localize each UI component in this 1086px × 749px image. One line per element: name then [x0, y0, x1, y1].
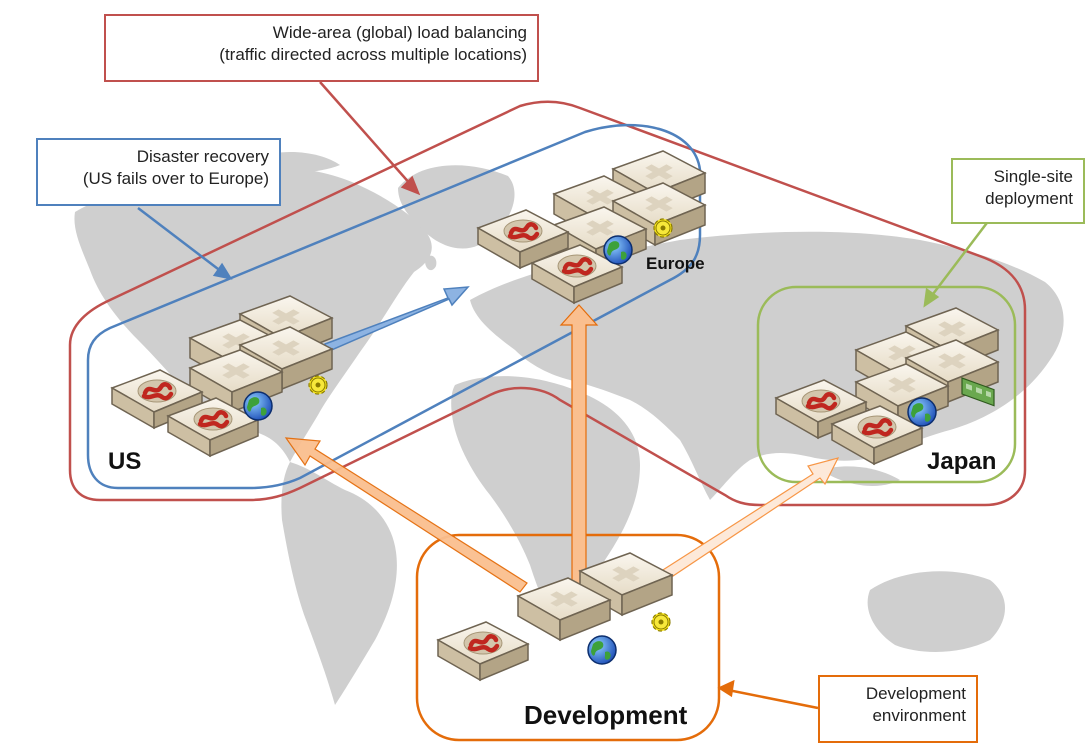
region-label-japan: Japan — [927, 448, 997, 475]
globe-icon — [587, 635, 617, 665]
gslb-pointer-head — [400, 175, 421, 196]
failover-arrow — [324, 286, 470, 354]
globe-icon — [603, 235, 633, 265]
dev-outline — [415, 533, 721, 742]
region-label-europe: Europe — [646, 254, 705, 273]
load-balancer-icon — [438, 622, 528, 680]
dr-pointer-head — [212, 262, 233, 280]
dev-callout-line2: environment — [872, 706, 966, 725]
region-label-us: US — [108, 448, 142, 475]
dr-outline — [86, 123, 702, 490]
dr-pointer — [137, 207, 223, 273]
dr-callout-line1: Disaster recovery — [136, 147, 269, 166]
network-card-icon — [961, 377, 995, 407]
dev-callout-line1: Development — [865, 684, 966, 703]
gslb-outline — [68, 100, 1027, 507]
single-site-callout-line2: deployment — [985, 189, 1073, 208]
dr-callout: Disaster recovery (US fails over to Euro… — [36, 138, 281, 206]
deploy-arrow-europe — [559, 304, 599, 599]
deploy-arrow-japan — [654, 457, 840, 585]
single-site-callout-line1: Single-site — [993, 167, 1073, 186]
gslb-callout: Wide-area (global) load balancing (traff… — [104, 14, 539, 82]
single-pointer-head — [923, 287, 940, 308]
dev-pointer — [727, 688, 819, 710]
region-label-development: Development — [524, 700, 688, 730]
gslb-callout-line1: Wide-area (global) load balancing — [272, 23, 527, 42]
world-map — [74, 151, 1064, 705]
japan-outline — [756, 285, 1017, 484]
gslb-pointer — [319, 81, 413, 187]
globe-icon — [243, 391, 273, 421]
gslb-callout-line2: (traffic directed across multiple locati… — [219, 45, 527, 64]
gear-icon — [651, 612, 671, 632]
dev-pointer-head — [717, 679, 735, 698]
dr-callout-line2: (US fails over to Europe) — [82, 169, 269, 188]
deploy-arrow-us — [284, 437, 528, 593]
globe-icon — [907, 397, 937, 427]
japan-cluster — [776, 307, 999, 464]
gear-icon — [308, 375, 328, 395]
single-site-callout: Single-site deployment — [951, 158, 1085, 224]
gear-icon — [653, 218, 673, 238]
dev-callout: Development environment — [818, 675, 978, 743]
